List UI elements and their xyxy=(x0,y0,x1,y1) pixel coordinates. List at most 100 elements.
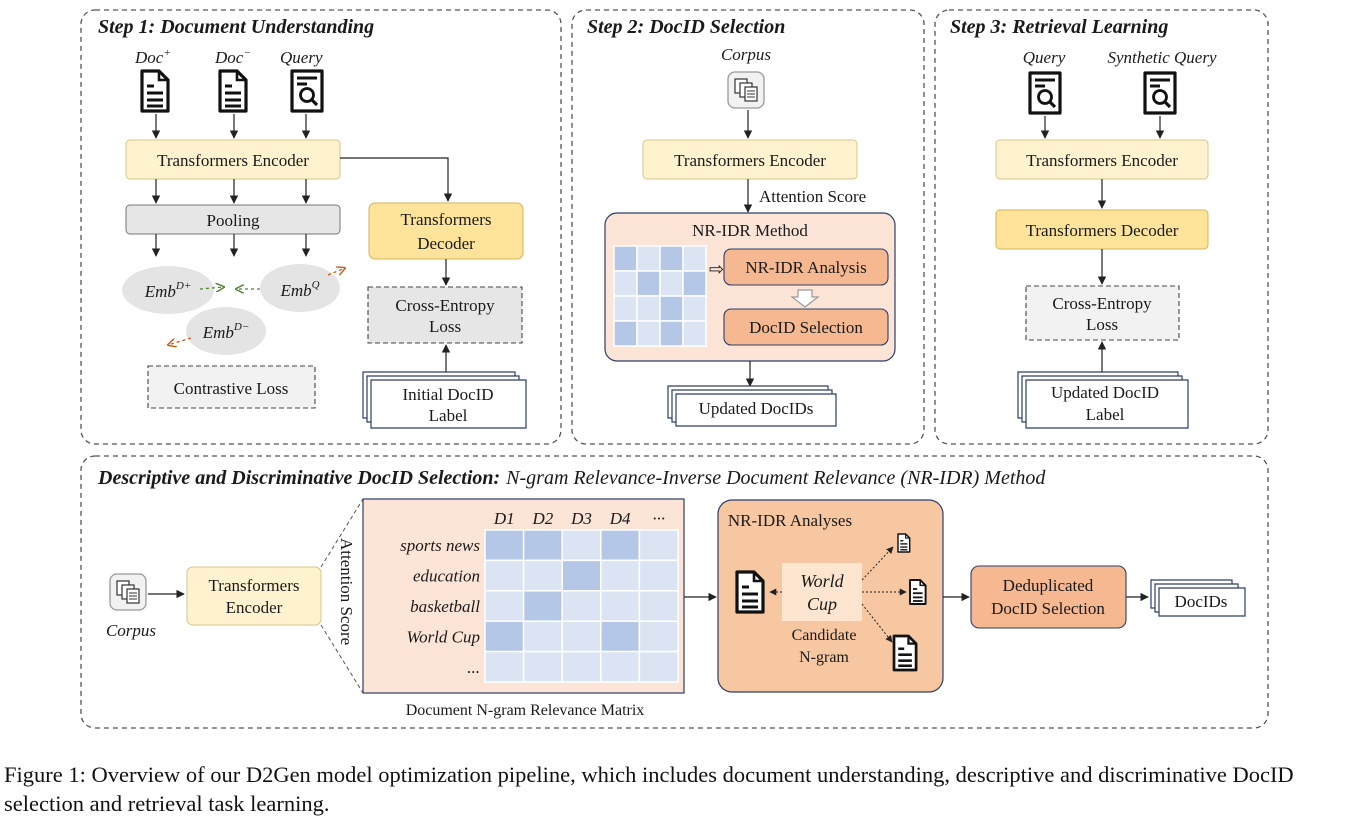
matrix-cell xyxy=(561,620,602,653)
candidate-label-1: Candidate xyxy=(792,627,857,644)
mini-matrix-cell xyxy=(659,295,684,322)
updated-docid-label-2: Label xyxy=(1086,405,1125,424)
mini-matrix-cell xyxy=(682,245,707,272)
document-negative-icon xyxy=(218,69,248,113)
mini-matrix-cell xyxy=(613,320,638,347)
step3-synthetic-query-icon xyxy=(1143,71,1177,115)
emb-doc-positive-ellipse xyxy=(122,266,214,314)
matrix-cell xyxy=(522,650,563,683)
mini-matrix-cell xyxy=(613,270,638,297)
candidate-label-2: N-gram xyxy=(799,649,849,666)
initial-docid-label-2: Label xyxy=(429,406,468,425)
step3-ce-loss-label-2: Loss xyxy=(1086,315,1118,334)
mini-matrix-cell xyxy=(636,270,661,297)
matrix-col-header: D2 xyxy=(532,509,554,528)
matrix-cell xyxy=(561,559,602,592)
emb-query-ellipse xyxy=(260,264,340,312)
matrix-cell xyxy=(638,590,679,622)
step1-decoder-label-2: Decoder xyxy=(417,234,475,253)
pooling-box xyxy=(125,204,341,235)
candidate-doc-icon xyxy=(735,570,765,614)
step1-encoder-label: Transformers Encoder xyxy=(157,151,309,170)
ngram-box xyxy=(782,563,862,621)
matrix-cell xyxy=(484,559,525,592)
nr-idr-analyses-title: NR-IDR Analyses xyxy=(728,511,852,530)
nr-idr-analysis-label: NR-IDR Analysis xyxy=(745,258,866,277)
mini-matrix-cell xyxy=(659,245,684,272)
mini-matrix-cell xyxy=(682,295,707,322)
matrix-cell xyxy=(600,590,641,622)
pooling-label: Pooling xyxy=(207,211,260,230)
step3-encoder-label: Transformers Encoder xyxy=(1026,151,1178,170)
query-label: Query xyxy=(280,48,323,67)
matrix-cell xyxy=(561,590,602,622)
mini-matrix-cell xyxy=(613,295,638,322)
step1-title: Step 1: Document Understanding xyxy=(98,16,374,38)
step2-corpus-label: Corpus xyxy=(721,45,771,64)
doc-negative-label: Doc− xyxy=(214,47,251,67)
matrix-row-label: basketball xyxy=(410,597,480,616)
matrix-cell xyxy=(638,650,679,683)
bottom-panel: Descriptive and Discriminative DocID Sel… xyxy=(80,455,1269,729)
step3-synthetic-label: Synthetic Query xyxy=(1107,48,1216,67)
updated-docids-stack xyxy=(667,385,837,427)
document-positive-icon xyxy=(140,69,170,113)
doc-positive-label: Doc+ xyxy=(134,47,171,67)
step1-panel: Step 1: Document Understanding Doc+ Doc−… xyxy=(80,9,562,445)
doc-large-icon xyxy=(892,634,918,672)
step2-corpus-icon xyxy=(727,71,765,109)
query-icon xyxy=(290,69,324,113)
dedup-label-1: Deduplicated xyxy=(1003,576,1094,595)
docid-selection-box xyxy=(723,308,889,346)
matrix-row-label: ... xyxy=(467,658,480,677)
initial-docid-label-1: Initial DocID xyxy=(402,385,493,404)
mini-matrix-cell xyxy=(659,320,684,347)
ngram-word-2: Cup xyxy=(807,594,837,614)
matrix-col-header: ··· xyxy=(652,509,665,528)
contrastive-loss-box xyxy=(147,365,316,409)
matrix-cell xyxy=(522,559,563,592)
step3-query-label: Query xyxy=(1023,48,1066,67)
bottom-attention-label: Attention Score xyxy=(337,538,356,645)
step1-ce-loss-label-1: Cross-Entropy xyxy=(395,296,495,315)
mini-matrix-cell xyxy=(613,245,638,272)
matrix-cell xyxy=(522,620,563,653)
bottom-corpus-icon xyxy=(109,573,147,611)
matrix-cell xyxy=(600,529,641,562)
step1-decoder-label-1: Transformers xyxy=(401,210,492,229)
step3-decoder-label: Transformers Decoder xyxy=(1026,221,1179,240)
step3-title: Step 3: Retrieval Learning xyxy=(950,16,1168,38)
matrix-row-label: education xyxy=(413,567,480,586)
updated-docid-label-stack xyxy=(1017,371,1189,429)
matrix-cell xyxy=(638,559,679,592)
docid-selection-label: DocID Selection xyxy=(749,318,863,337)
matrix-cell xyxy=(600,620,641,653)
matrix-cell xyxy=(522,529,563,562)
matrix-col-header: D3 xyxy=(570,509,592,528)
step3-ce-loss-label-1: Cross-Entropy xyxy=(1052,294,1152,313)
emb-doc-negative: EmbD− xyxy=(202,321,250,342)
matrix-cell xyxy=(484,650,525,683)
initial-docid-label-stack xyxy=(362,371,527,429)
matrix-col-header: D1 xyxy=(493,509,515,528)
matrix-cell xyxy=(522,590,563,622)
matrix-cell xyxy=(561,650,602,683)
nr-idr-analysis-box xyxy=(723,248,889,286)
matrix-row-label: sports news xyxy=(400,536,480,555)
step2-attention-label: Attention Score xyxy=(759,187,866,206)
bottom-encoder-label-2: Encoder xyxy=(226,598,283,617)
figure-caption: Figure 1: Overview of our D2Gen model op… xyxy=(4,762,1294,816)
mini-matrix-cell xyxy=(636,320,661,347)
matrix-cell xyxy=(561,529,602,562)
mini-matrix-cell xyxy=(682,270,707,297)
matrix-cell xyxy=(600,650,641,683)
matrix-col-header: D4 xyxy=(609,509,631,528)
updated-docid-label-1: Updated DocID xyxy=(1051,383,1159,402)
step2-encoder-box xyxy=(642,139,858,180)
mini-matrix-cell xyxy=(636,245,661,272)
step3-ce-loss-box xyxy=(1025,285,1180,341)
step2-title: Step 2: DocID Selection xyxy=(587,16,785,38)
updated-docids-label: Updated DocIDs xyxy=(699,399,814,418)
mini-matrix-cell xyxy=(636,295,661,322)
doc-medium-icon xyxy=(909,579,927,605)
